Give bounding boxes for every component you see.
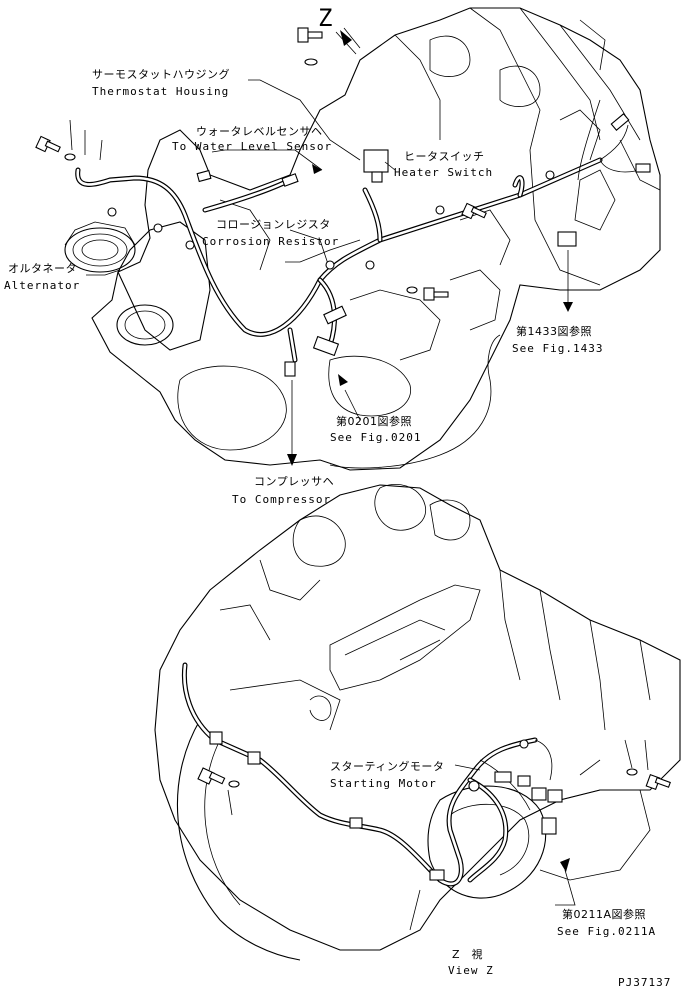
label-water-level-sensor-jp: ウォータレベルセンサヘ [196,125,323,138]
label-fig-0201-jp: 第0201図参照 [336,414,412,428]
label-fig-1433-en: See Fig.1433 [512,342,603,355]
label-fig-0211a-jp: 第0211A図参照 [562,907,646,921]
harness-bottom [181,662,671,887]
bolt-left [35,135,76,161]
view-z-marker: Z [318,4,332,32]
bolt-mid [461,202,487,220]
label-heater-switch-en: Heater Switch [394,166,493,179]
label-starting-motor-en: Starting Motor [330,777,437,790]
drawing-number: PJ37137 [618,976,671,989]
label-alternator-en: Alternator [4,279,80,292]
leaders-bottom [227,739,649,931]
label-thermostat-housing-jp: サーモスタットハウジング [92,67,230,81]
label-compressor-en: To Compressor [232,493,331,506]
label-compressor-jp: コンプレッサヘ [254,475,334,488]
label-corrosion-resistor-jp: コロージョンレジスタ [216,218,331,231]
label-view-z-en: View Z [448,964,494,977]
label-fig-1433-jp: 第1433図参照 [516,324,592,338]
label-fig-0211a-en: See Fig.0211A [557,925,656,938]
engine-block-bottom [154,484,681,961]
bolt-right [406,286,449,301]
label-water-level-sensor-en: To Water Level Sensor [172,140,332,153]
bolt-bottom-left [197,767,240,788]
label-view-z-jp: Z 視 [452,947,483,961]
label-thermostat-housing-en: Thermostat Housing [92,85,229,98]
label-fig-0201-en: See Fig.0201 [330,431,421,444]
leaders-top [69,27,573,469]
label-alternator-jp: オルタネータ [8,262,77,275]
engine-block-top [64,7,661,471]
label-starting-motor-jp: スターティングモータ [330,759,444,773]
label-heater-switch-jp: ヒータスイッチ [404,150,485,163]
bolt-bottom-right [626,768,671,791]
label-corrosion-resistor-en: Corrosion Resistor [202,235,339,248]
bolt-z [297,27,323,66]
harness-top [35,27,651,377]
